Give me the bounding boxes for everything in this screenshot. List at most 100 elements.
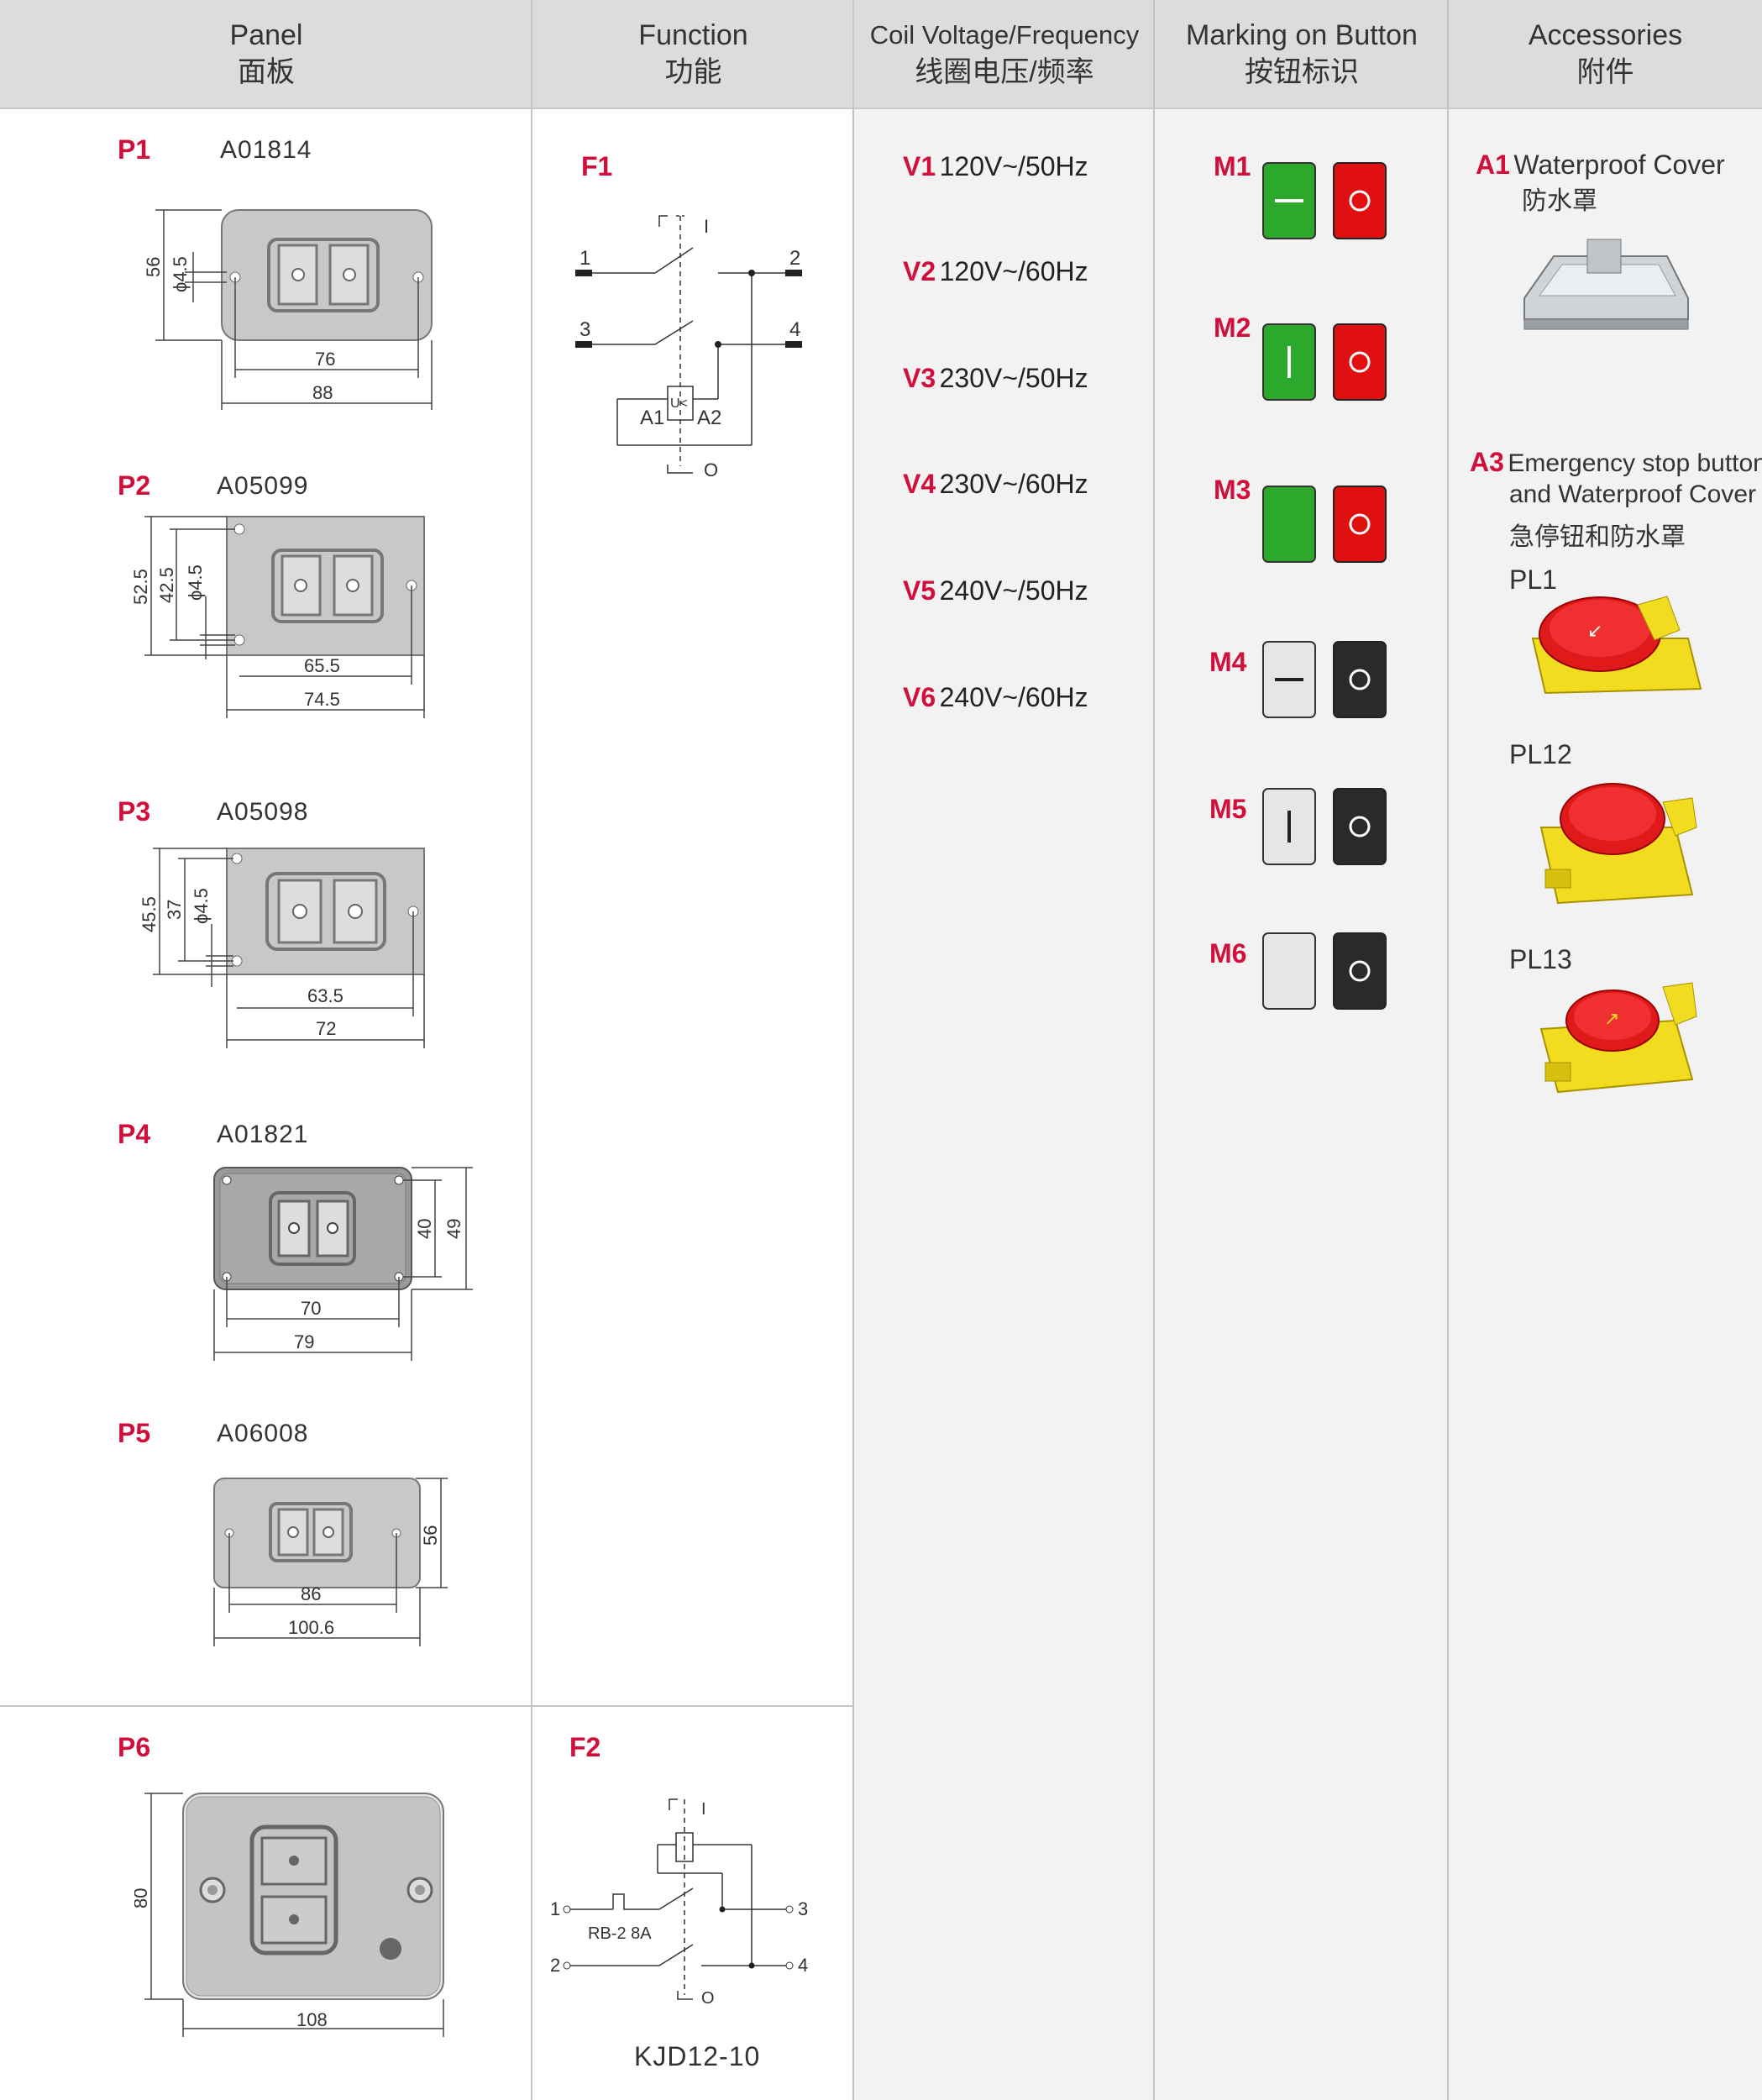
- dim-label: ϕ4.5: [191, 888, 212, 924]
- dim-label: 52.5: [130, 569, 151, 605]
- voltage-item: V5 240V~/50Hz: [903, 575, 1088, 606]
- marking-id: M2: [1214, 312, 1251, 343]
- voltage-item: V3 230V~/50Hz: [903, 363, 1088, 393]
- terminal-label: 4: [798, 1955, 808, 1976]
- dim-label: 37: [164, 900, 185, 920]
- terminal-label: I: [701, 1800, 706, 1819]
- dim-label: 76: [315, 349, 335, 370]
- on-button: [1262, 932, 1316, 1010]
- off-button: [1333, 162, 1387, 239]
- terminal-label: 3: [798, 1898, 808, 1919]
- function-f2-diagram: 1 2 3 4 I O RB-2 8A: [550, 1798, 808, 2008]
- off-button: [1333, 932, 1387, 1010]
- voltage-item: V6 240V~/60Hz: [903, 682, 1088, 712]
- pl-label: PL1: [1509, 564, 1557, 595]
- accessory-a1: A1 Waterproof Cover: [1476, 150, 1725, 180]
- panel-code: A05098: [217, 798, 309, 826]
- panel-p5-drawing: 56 86 100.6: [213, 1478, 448, 1646]
- pl-label: PL13: [1509, 944, 1572, 974]
- panel-id: P6: [118, 1732, 151, 1762]
- panel-p4-drawing: 40 49 70 79: [213, 1167, 473, 1361]
- dim-label: 45.5: [139, 896, 160, 932]
- function-column: [532, 0, 854, 2100]
- accessory-a3-en2: and Waterproof Cover: [1509, 480, 1757, 508]
- marking-button-pair: [1262, 932, 1387, 1010]
- panel-id: P4: [118, 1119, 151, 1149]
- terminal-label: A1: [640, 407, 664, 429]
- function-id: F2: [569, 1732, 601, 1762]
- terminal-label: 3: [579, 318, 590, 341]
- column-divider: [531, 0, 532, 2100]
- marking-button-pair: [1262, 788, 1387, 865]
- svg-text:↗: ↗: [1604, 1008, 1619, 1029]
- terminal-label: U<: [670, 396, 688, 411]
- dim-label: 56: [420, 1525, 441, 1546]
- dim-label: 74.5: [304, 689, 340, 710]
- terminal-label: 4: [789, 318, 800, 341]
- dim-label: 100.6: [288, 1617, 334, 1638]
- terminal-label: 1: [550, 1898, 560, 1919]
- off-button: [1333, 788, 1387, 865]
- accessory-a3: A3 Emergency stop button: [1470, 447, 1762, 477]
- terminal-label: O: [704, 459, 718, 480]
- coil-column: [854, 0, 1155, 2100]
- panel-id: P3: [118, 796, 151, 827]
- terminal-label: A2: [697, 407, 721, 429]
- dim-label: ϕ4.5: [170, 256, 191, 292]
- panel-code: A06008: [217, 1420, 309, 1447]
- marking-id: M6: [1209, 938, 1247, 969]
- off-circle-icon: [1349, 190, 1371, 212]
- panel-code: A01821: [217, 1121, 309, 1148]
- voltage-item: V4 230V~/60Hz: [903, 469, 1088, 499]
- dim-label: 86: [301, 1583, 321, 1604]
- marking-id: M3: [1214, 475, 1251, 505]
- dim-label: 80: [134, 1888, 151, 1908]
- terminal-label: 2: [550, 1955, 560, 1976]
- panel-p6-drawing: 80 108: [134, 1793, 444, 2037]
- off-circle-icon: [1349, 351, 1371, 373]
- panel-p1-drawing: 56 ϕ4.5 76 88: [143, 209, 433, 410]
- function-id: F1: [581, 151, 613, 181]
- marking-button-pair: [1262, 641, 1387, 718]
- dim-label: 79: [294, 1331, 314, 1352]
- dim-label: 63.5: [307, 985, 343, 1006]
- function-f1-diagram: 1 2 3 4 I O A1 A2 U<: [575, 215, 802, 480]
- panel-column: [0, 0, 532, 2100]
- marking-button-pair: [1262, 162, 1387, 239]
- row-divider: [0, 1705, 854, 1707]
- panel-code: A01814: [220, 136, 312, 164]
- marking-button-pair: [1262, 323, 1387, 401]
- on-button: [1262, 486, 1316, 563]
- emergency-stop-pl12-image: [1539, 783, 1697, 905]
- off-button: [1333, 641, 1387, 718]
- panel-id: P1: [118, 134, 151, 165]
- dim-label: 72: [316, 1018, 336, 1039]
- column-divider: [1447, 0, 1449, 2100]
- dim-label: 49: [443, 1219, 464, 1239]
- dim-label: 88: [312, 382, 333, 403]
- panel-code: A05099: [217, 472, 309, 500]
- dim-label: ϕ4.5: [185, 564, 206, 601]
- voltage-item: V1 120V~/50Hz: [903, 151, 1088, 181]
- marking-id: M4: [1209, 647, 1247, 677]
- svg-text:↙: ↙: [1587, 620, 1602, 641]
- terminal-label: 1: [579, 247, 590, 270]
- panel-p2-drawing: 52.5 42.5 ϕ4.5 65.5 74.5: [130, 516, 425, 718]
- panel-id: P2: [118, 470, 151, 501]
- off-button: [1333, 323, 1387, 401]
- marking-id: M1: [1214, 151, 1251, 181]
- column-divider: [1153, 0, 1155, 2100]
- terminal-label: O: [701, 1989, 715, 2008]
- terminal-label: 2: [789, 247, 800, 270]
- terminal-label: I: [704, 216, 709, 237]
- dim-label: 70: [301, 1298, 321, 1319]
- dim-label: 40: [414, 1219, 435, 1239]
- off-circle-icon: [1349, 669, 1371, 690]
- off-circle-icon: [1349, 816, 1371, 837]
- dim-label: 42.5: [156, 567, 177, 603]
